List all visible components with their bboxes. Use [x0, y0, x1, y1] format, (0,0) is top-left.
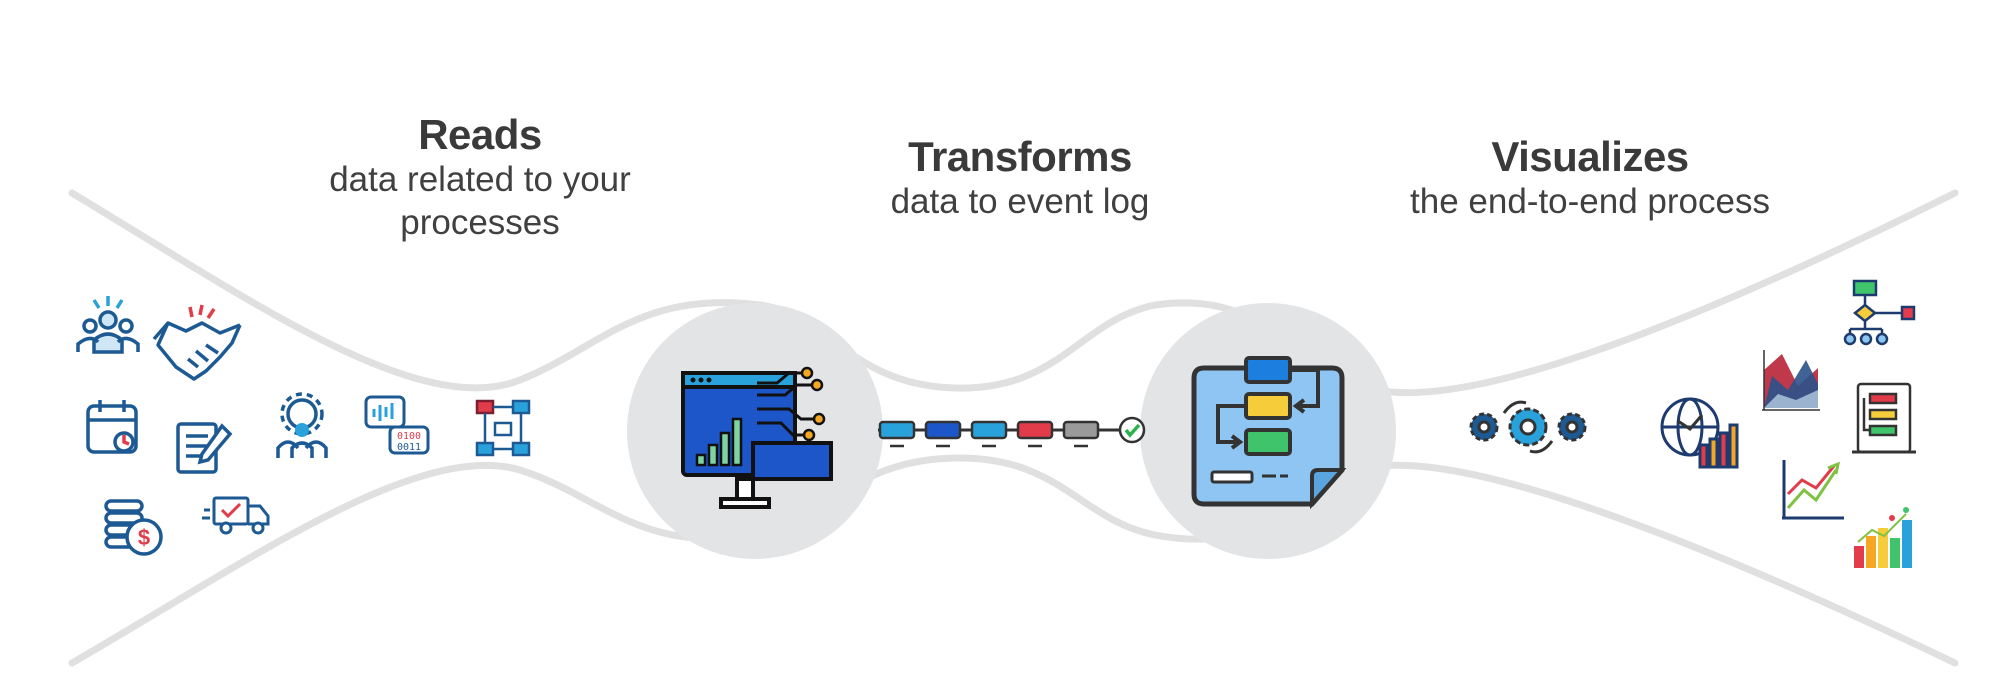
- process-board-icon: [1852, 382, 1916, 454]
- process-flow-icon: [475, 399, 531, 457]
- funnel-top-line: [68, 189, 1959, 397]
- svg-text:$: $: [138, 525, 150, 550]
- trend-chart-icon: [1782, 460, 1844, 520]
- bar-chart-icon: [1854, 507, 1912, 568]
- workflow-document-icon: [1191, 356, 1347, 510]
- svg-text:0100: 0100: [397, 431, 421, 442]
- handshake-icon: [152, 304, 242, 381]
- document-edit-icon: [176, 422, 233, 474]
- global-analytics-icon: [1660, 397, 1739, 469]
- data-chat-icon: 0100 0011: [364, 395, 430, 455]
- stage-title: Reads: [418, 111, 542, 158]
- analytics-monitor-icon: [681, 366, 833, 509]
- flowchart-icon: [1843, 279, 1916, 346]
- stage-title: Visualizes: [1491, 133, 1689, 180]
- coins-dollar-icon: $: [104, 499, 163, 556]
- stage-visualizes-heading: Visualizes the end-to-end process: [1340, 134, 1840, 223]
- event-sequence-icon: [878, 416, 1146, 448]
- funnel-bottom-line: [68, 454, 1959, 667]
- team-icon: [76, 296, 140, 354]
- stage-subtitle-line: data related to your: [329, 160, 631, 199]
- gear-people-icon: [276, 392, 328, 458]
- svg-text:0011: 0011: [397, 442, 421, 453]
- delivery-truck-icon: [202, 496, 270, 535]
- gears-cycle-icon: [1469, 400, 1587, 454]
- stage-reads-heading: Reads data related to your processes: [280, 112, 680, 244]
- funnel-lines: [68, 189, 1959, 667]
- stage-subtitle-line: the end-to-end process: [1410, 182, 1770, 221]
- stage-transforms-heading: Transforms data to event log: [820, 134, 1220, 223]
- stage-title: Transforms: [908, 133, 1132, 180]
- stage-subtitle-line: data to event log: [890, 182, 1150, 221]
- area-chart-icon: [1762, 350, 1820, 411]
- stage-subtitle-line: processes: [400, 203, 560, 242]
- calendar-icon: [86, 400, 138, 454]
